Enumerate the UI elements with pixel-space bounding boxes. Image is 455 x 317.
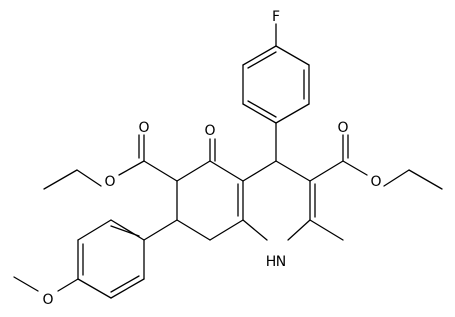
bond [408,169,443,190]
bond [342,160,368,176]
bond [275,103,310,124]
ring-nh-hydrogen-label: H [266,254,277,270]
bond [143,219,178,241]
bond [77,219,112,241]
bond [57,278,79,292]
bond [76,169,102,187]
bond [77,278,112,299]
bond [309,160,344,182]
bond [242,219,268,241]
bond [176,160,211,182]
ring-nitrogen-label: N [276,254,286,270]
methoxy-oxygen-label: O [42,292,53,308]
atom-labels: F O O O O O H N O [42,9,381,308]
bond [13,276,39,292]
bond [383,169,410,187]
bond [110,278,145,299]
fluorine-label: F [272,9,280,25]
bonds [13,23,443,299]
bond [242,45,277,66]
bond [209,219,244,241]
bond [242,160,277,182]
bond [110,225,140,237]
left-ester-carbonyl-oxygen-label: O [138,120,149,136]
bond [43,169,78,190]
bond [275,160,311,182]
bond [143,160,178,182]
bond [309,219,344,241]
bond [110,219,145,241]
bond [209,160,244,182]
bond [247,51,277,69]
bond [287,219,311,241]
bond [118,160,145,176]
left-ester-ether-oxygen-label: O [104,174,115,190]
bond [242,103,277,124]
bond [110,275,140,293]
right-ester-ether-oxygen-label: O [370,174,381,190]
bond [247,100,277,118]
ketone-oxygen-label: O [204,123,215,139]
right-ester-carbonyl-oxygen-label: O [337,120,348,136]
bond [176,219,211,241]
bond [275,45,310,66]
